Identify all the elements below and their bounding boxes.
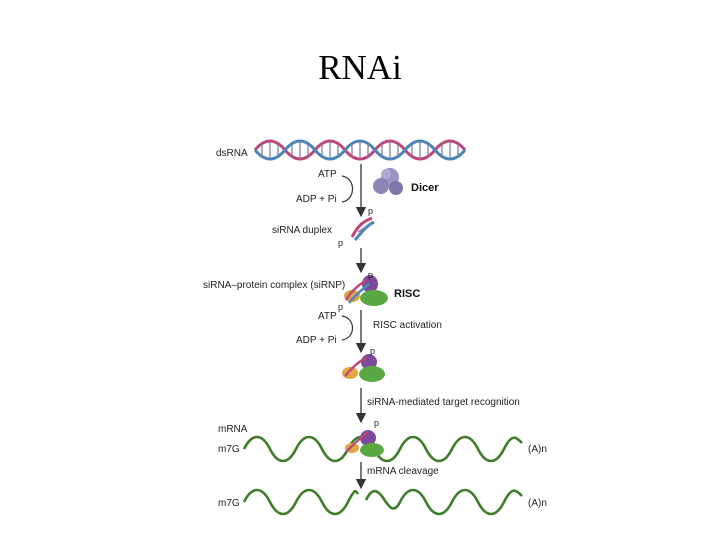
m7g-label-2: m7G [218,498,240,509]
p-label-bottom-1: p [338,238,343,248]
target-recognition-label: siRNA-mediated target recognition [367,397,520,408]
sirnp-label: siRNA–protein complex (siRNP) [203,280,345,291]
dicer-label: Dicer [411,182,439,194]
atp-curve-1 [341,175,354,203]
risc-activation-label: RISC activation [373,320,442,331]
mrna-fragment-3prime [364,488,523,516]
mrna-cleavage-label: mRNA cleavage [367,466,439,477]
mrna-fragment-5prime [242,488,360,516]
poly-a-label-1: (A)n [528,444,547,455]
p-label-top-2: p [368,270,373,280]
risc-complex-icon-3 [345,430,384,457]
sirna-duplex-label: siRNA duplex [272,225,332,236]
risc-label: RISC [394,288,420,300]
dsrna-helix [253,139,467,161]
dicer-icon [373,168,403,195]
p-label-top-1: p [368,206,373,216]
dsrna-label: dsRNA [216,148,248,159]
atp-label-2: ATP [318,311,337,322]
p-label-bottom-2: p [338,302,343,312]
m7g-label-1: m7G [218,444,240,455]
atp-curve-2 [341,315,354,341]
adp-label-1: ADP + Pi [296,194,337,205]
mrna-strand-1 [242,435,523,463]
risc-complex-icon-1 [344,275,388,306]
mrna-label: mRNA [218,424,248,435]
p-label-top-4: p [374,418,379,428]
adp-label-2: ADP + Pi [296,335,337,346]
atp-label-1: ATP [318,169,337,180]
sirna-duplex-icon [350,216,375,241]
poly-a-label-2: (A)n [528,498,547,509]
slide-title: RNAi [318,48,402,87]
p-label-top-3: p [370,346,375,356]
risc-complex-icon-2 [342,354,385,382]
